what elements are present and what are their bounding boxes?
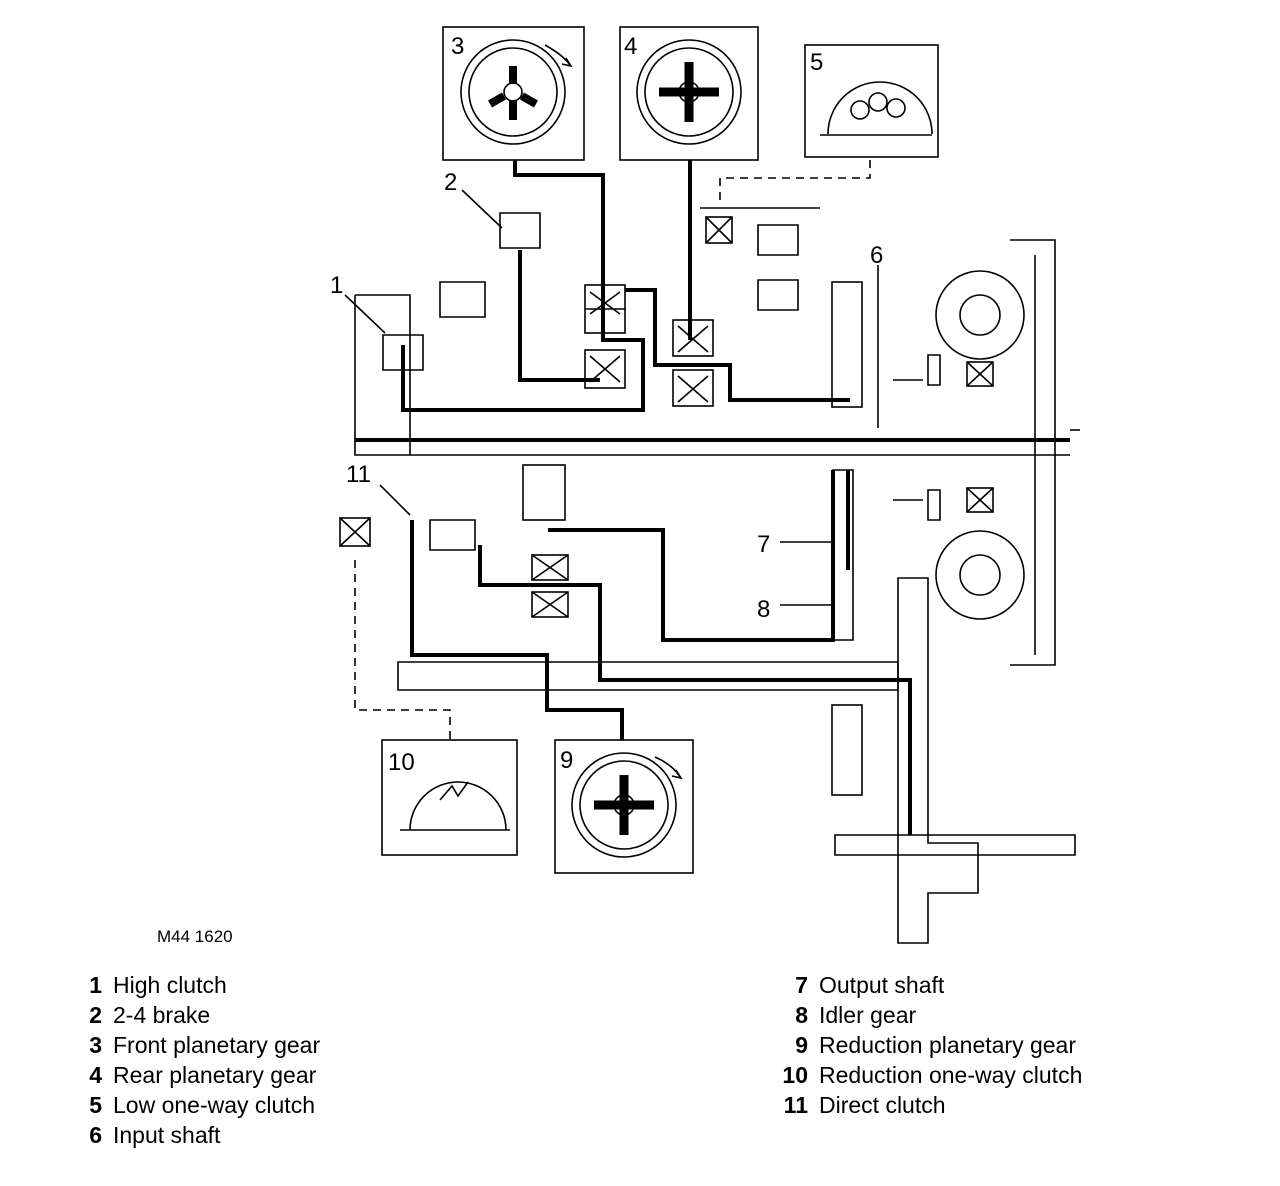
legend-label: Input shaft bbox=[113, 1121, 221, 1148]
legend-item: 5 Low one-way clutch bbox=[70, 1090, 320, 1120]
callout-5: 5 bbox=[810, 49, 823, 76]
legend-label: 2-4 brake bbox=[113, 1001, 211, 1028]
callout-6: 6 bbox=[870, 242, 883, 269]
legend-item: 11 Direct clutch bbox=[770, 1090, 1082, 1120]
upper-gear-stack bbox=[382, 207, 863, 408]
callout-2: 2 bbox=[444, 169, 457, 196]
callout-7: 7 bbox=[757, 531, 770, 558]
legend-label: Front planetary gear bbox=[113, 1031, 321, 1058]
callout-1: 1 bbox=[330, 272, 343, 299]
legend-item: 8 Idler gear bbox=[770, 1000, 1082, 1030]
callout-9: 9 bbox=[560, 747, 573, 774]
dashed-signal-lines bbox=[354, 160, 871, 740]
legend-number: 5 bbox=[89, 1091, 102, 1118]
legend-number: 3 bbox=[89, 1031, 102, 1058]
legend-number: 4 bbox=[89, 1061, 102, 1088]
callout-3: 3 bbox=[451, 33, 464, 60]
legend-item: 1 High clutch bbox=[70, 970, 320, 1000]
legend-label: Idler gear bbox=[819, 1001, 917, 1028]
figure-code: M44 1620 bbox=[157, 927, 233, 946]
legend-item: 10 Reduction one-way clutch bbox=[770, 1060, 1082, 1090]
transmission-power-flow-diagram: 1 2 3 4 5 6 7 8 9 10 11 bbox=[330, 26, 1080, 944]
legend-number: 9 bbox=[795, 1031, 808, 1058]
legend-right: 7 Output shaft 8 Idler gear 9 Reduction pla… bbox=[770, 970, 1082, 1120]
inset-5-low-one-way-clutch bbox=[804, 44, 939, 158]
legend-label: Direct clutch bbox=[819, 1091, 946, 1118]
callout-4: 4 bbox=[624, 33, 637, 60]
legend-item: 6 Input shaft bbox=[70, 1120, 320, 1150]
legend-number: 1 bbox=[89, 971, 102, 998]
legend-item: 3 Front planetary gear bbox=[70, 1030, 320, 1060]
legend-item: 2 2-4 brake bbox=[70, 1000, 320, 1030]
power-flow-paths bbox=[401, 160, 912, 835]
legend-item: 7 Output shaft bbox=[770, 970, 1082, 1000]
legend-number: 6 bbox=[89, 1121, 102, 1148]
legend-item: 4 Rear planetary gear bbox=[70, 1060, 320, 1090]
inset-9-reduction-planetary bbox=[554, 739, 694, 874]
legend-item: 9 Reduction planetary gear bbox=[770, 1030, 1082, 1060]
callout-10: 10 bbox=[388, 749, 415, 776]
legend-left: 1 High clutch 2 2-4 brake 3 Front planetary… bbox=[70, 970, 320, 1150]
transmission-housing bbox=[354, 239, 1080, 666]
legend-number: 7 bbox=[795, 971, 808, 998]
legend-label: Reduction one-way clutch bbox=[819, 1061, 1083, 1088]
legend-label: High clutch bbox=[113, 971, 227, 998]
inset-4-rear-planetary bbox=[619, 26, 759, 161]
callout-11: 11 bbox=[346, 461, 371, 488]
legend-label: Low one-way clutch bbox=[113, 1091, 315, 1118]
legend-number: 11 bbox=[783, 1091, 808, 1118]
callout-8: 8 bbox=[757, 596, 770, 623]
legend-label: Output shaft bbox=[819, 971, 945, 998]
callout-numbers: 1 2 3 4 5 6 7 8 9 10 11 bbox=[330, 33, 883, 776]
callout-leaders bbox=[344, 189, 879, 606]
legend-label: Rear planetary gear bbox=[113, 1061, 317, 1088]
legend-number: 8 bbox=[795, 1001, 808, 1028]
legend-number: 2 bbox=[89, 1001, 102, 1028]
lower-gear-stack bbox=[339, 464, 1076, 944]
legend-number: 10 bbox=[782, 1061, 808, 1088]
legend-label: Reduction planetary gear bbox=[819, 1031, 1076, 1058]
inset-10-reduction-one-way-clutch bbox=[381, 739, 518, 856]
